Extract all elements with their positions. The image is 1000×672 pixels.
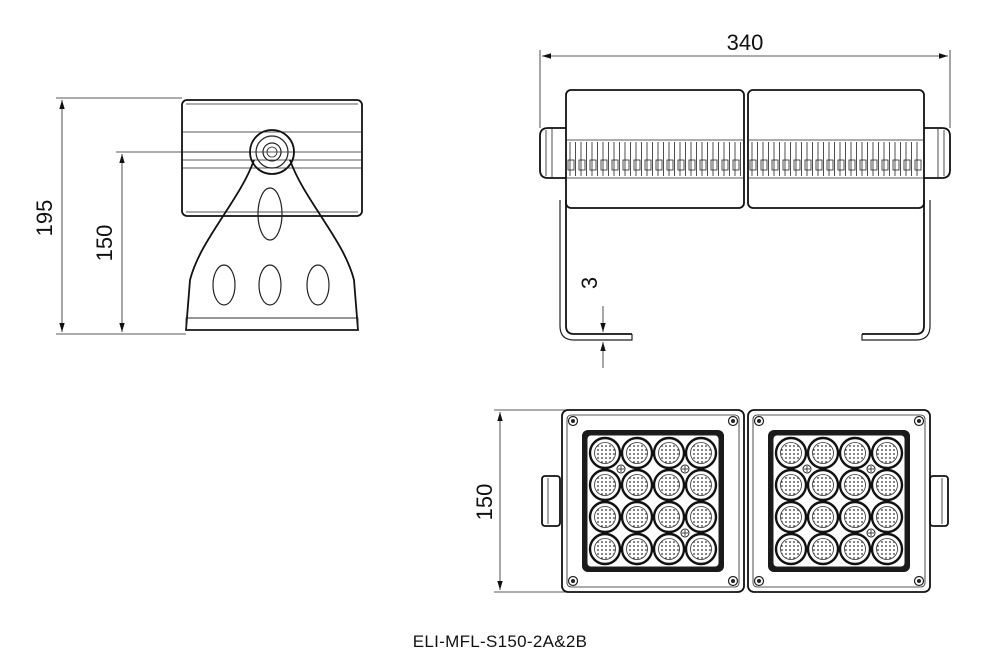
led-lens bbox=[684, 532, 718, 566]
bracket-hole bbox=[306, 264, 330, 306]
end-cap-left bbox=[539, 127, 566, 179]
led-lens bbox=[588, 500, 622, 534]
model-caption: ELI-MFL-S150-2A&2B bbox=[412, 632, 588, 651]
led-lens bbox=[774, 436, 808, 470]
sensor-mark bbox=[680, 464, 690, 474]
sensor-mark bbox=[680, 528, 690, 538]
u-bracket-left bbox=[565, 200, 632, 335]
bracket-slot bbox=[257, 187, 283, 241]
led-lens bbox=[588, 468, 622, 502]
top-module-left bbox=[565, 89, 745, 209]
led-lens bbox=[684, 500, 718, 534]
corner-screw bbox=[753, 415, 765, 427]
sensor-mark bbox=[802, 464, 812, 474]
bracket-hole bbox=[212, 264, 236, 306]
dim-label-150-front: 150 bbox=[472, 484, 497, 521]
sensor-mark bbox=[866, 528, 876, 538]
sensor-mark bbox=[616, 464, 626, 474]
top-view: 340 3 bbox=[539, 30, 951, 368]
led-lens bbox=[838, 468, 872, 502]
led-lens bbox=[870, 532, 904, 566]
bracket-hole bbox=[258, 264, 282, 306]
led-lens bbox=[588, 532, 622, 566]
led-lens bbox=[620, 500, 654, 534]
led-lens bbox=[620, 532, 654, 566]
led-lens bbox=[620, 468, 654, 502]
corner-screw bbox=[753, 575, 765, 587]
led-lens bbox=[806, 436, 840, 470]
sensor-mark bbox=[866, 464, 876, 474]
led-lens bbox=[684, 436, 718, 470]
dim-label-195: 195 bbox=[32, 200, 57, 237]
led-lens bbox=[806, 500, 840, 534]
led-lens bbox=[870, 468, 904, 502]
led-lens bbox=[838, 500, 872, 534]
dim-label-3: 3 bbox=[577, 277, 602, 289]
side-view: 195 150 bbox=[32, 97, 363, 335]
dim-label-340: 340 bbox=[727, 30, 764, 55]
led-lens bbox=[684, 468, 718, 502]
led-lens bbox=[838, 532, 872, 566]
led-lens bbox=[652, 532, 686, 566]
led-lens bbox=[652, 500, 686, 534]
end-cap-right bbox=[924, 127, 951, 179]
corner-screw bbox=[913, 575, 925, 587]
led-lens bbox=[652, 436, 686, 470]
corner-screw bbox=[727, 415, 739, 427]
corner-screw bbox=[567, 575, 579, 587]
led-lens bbox=[870, 436, 904, 470]
led-lens bbox=[652, 468, 686, 502]
front-module bbox=[747, 409, 931, 593]
heat-sink-fins-left bbox=[567, 142, 741, 176]
top-module-right bbox=[747, 89, 925, 209]
led-lens bbox=[588, 436, 622, 470]
front-view: 150 bbox=[472, 409, 949, 593]
led-lens bbox=[620, 436, 654, 470]
led-lens bbox=[774, 500, 808, 534]
side-housing bbox=[181, 99, 363, 217]
front-end-cap-left bbox=[541, 475, 561, 527]
heat-sink-fins-right bbox=[749, 142, 922, 176]
led-lens bbox=[774, 532, 808, 566]
front-end-cap-right bbox=[929, 475, 949, 527]
led-lens bbox=[806, 468, 840, 502]
dim-label-150-side: 150 bbox=[92, 225, 117, 262]
corner-screw bbox=[913, 415, 925, 427]
led-lens bbox=[806, 532, 840, 566]
corner-screw bbox=[567, 415, 579, 427]
corner-screw bbox=[727, 575, 739, 587]
u-bracket-right bbox=[862, 200, 925, 335]
front-module bbox=[561, 409, 745, 593]
led-lens bbox=[870, 500, 904, 534]
led-lens bbox=[838, 436, 872, 470]
led-lens bbox=[774, 468, 808, 502]
